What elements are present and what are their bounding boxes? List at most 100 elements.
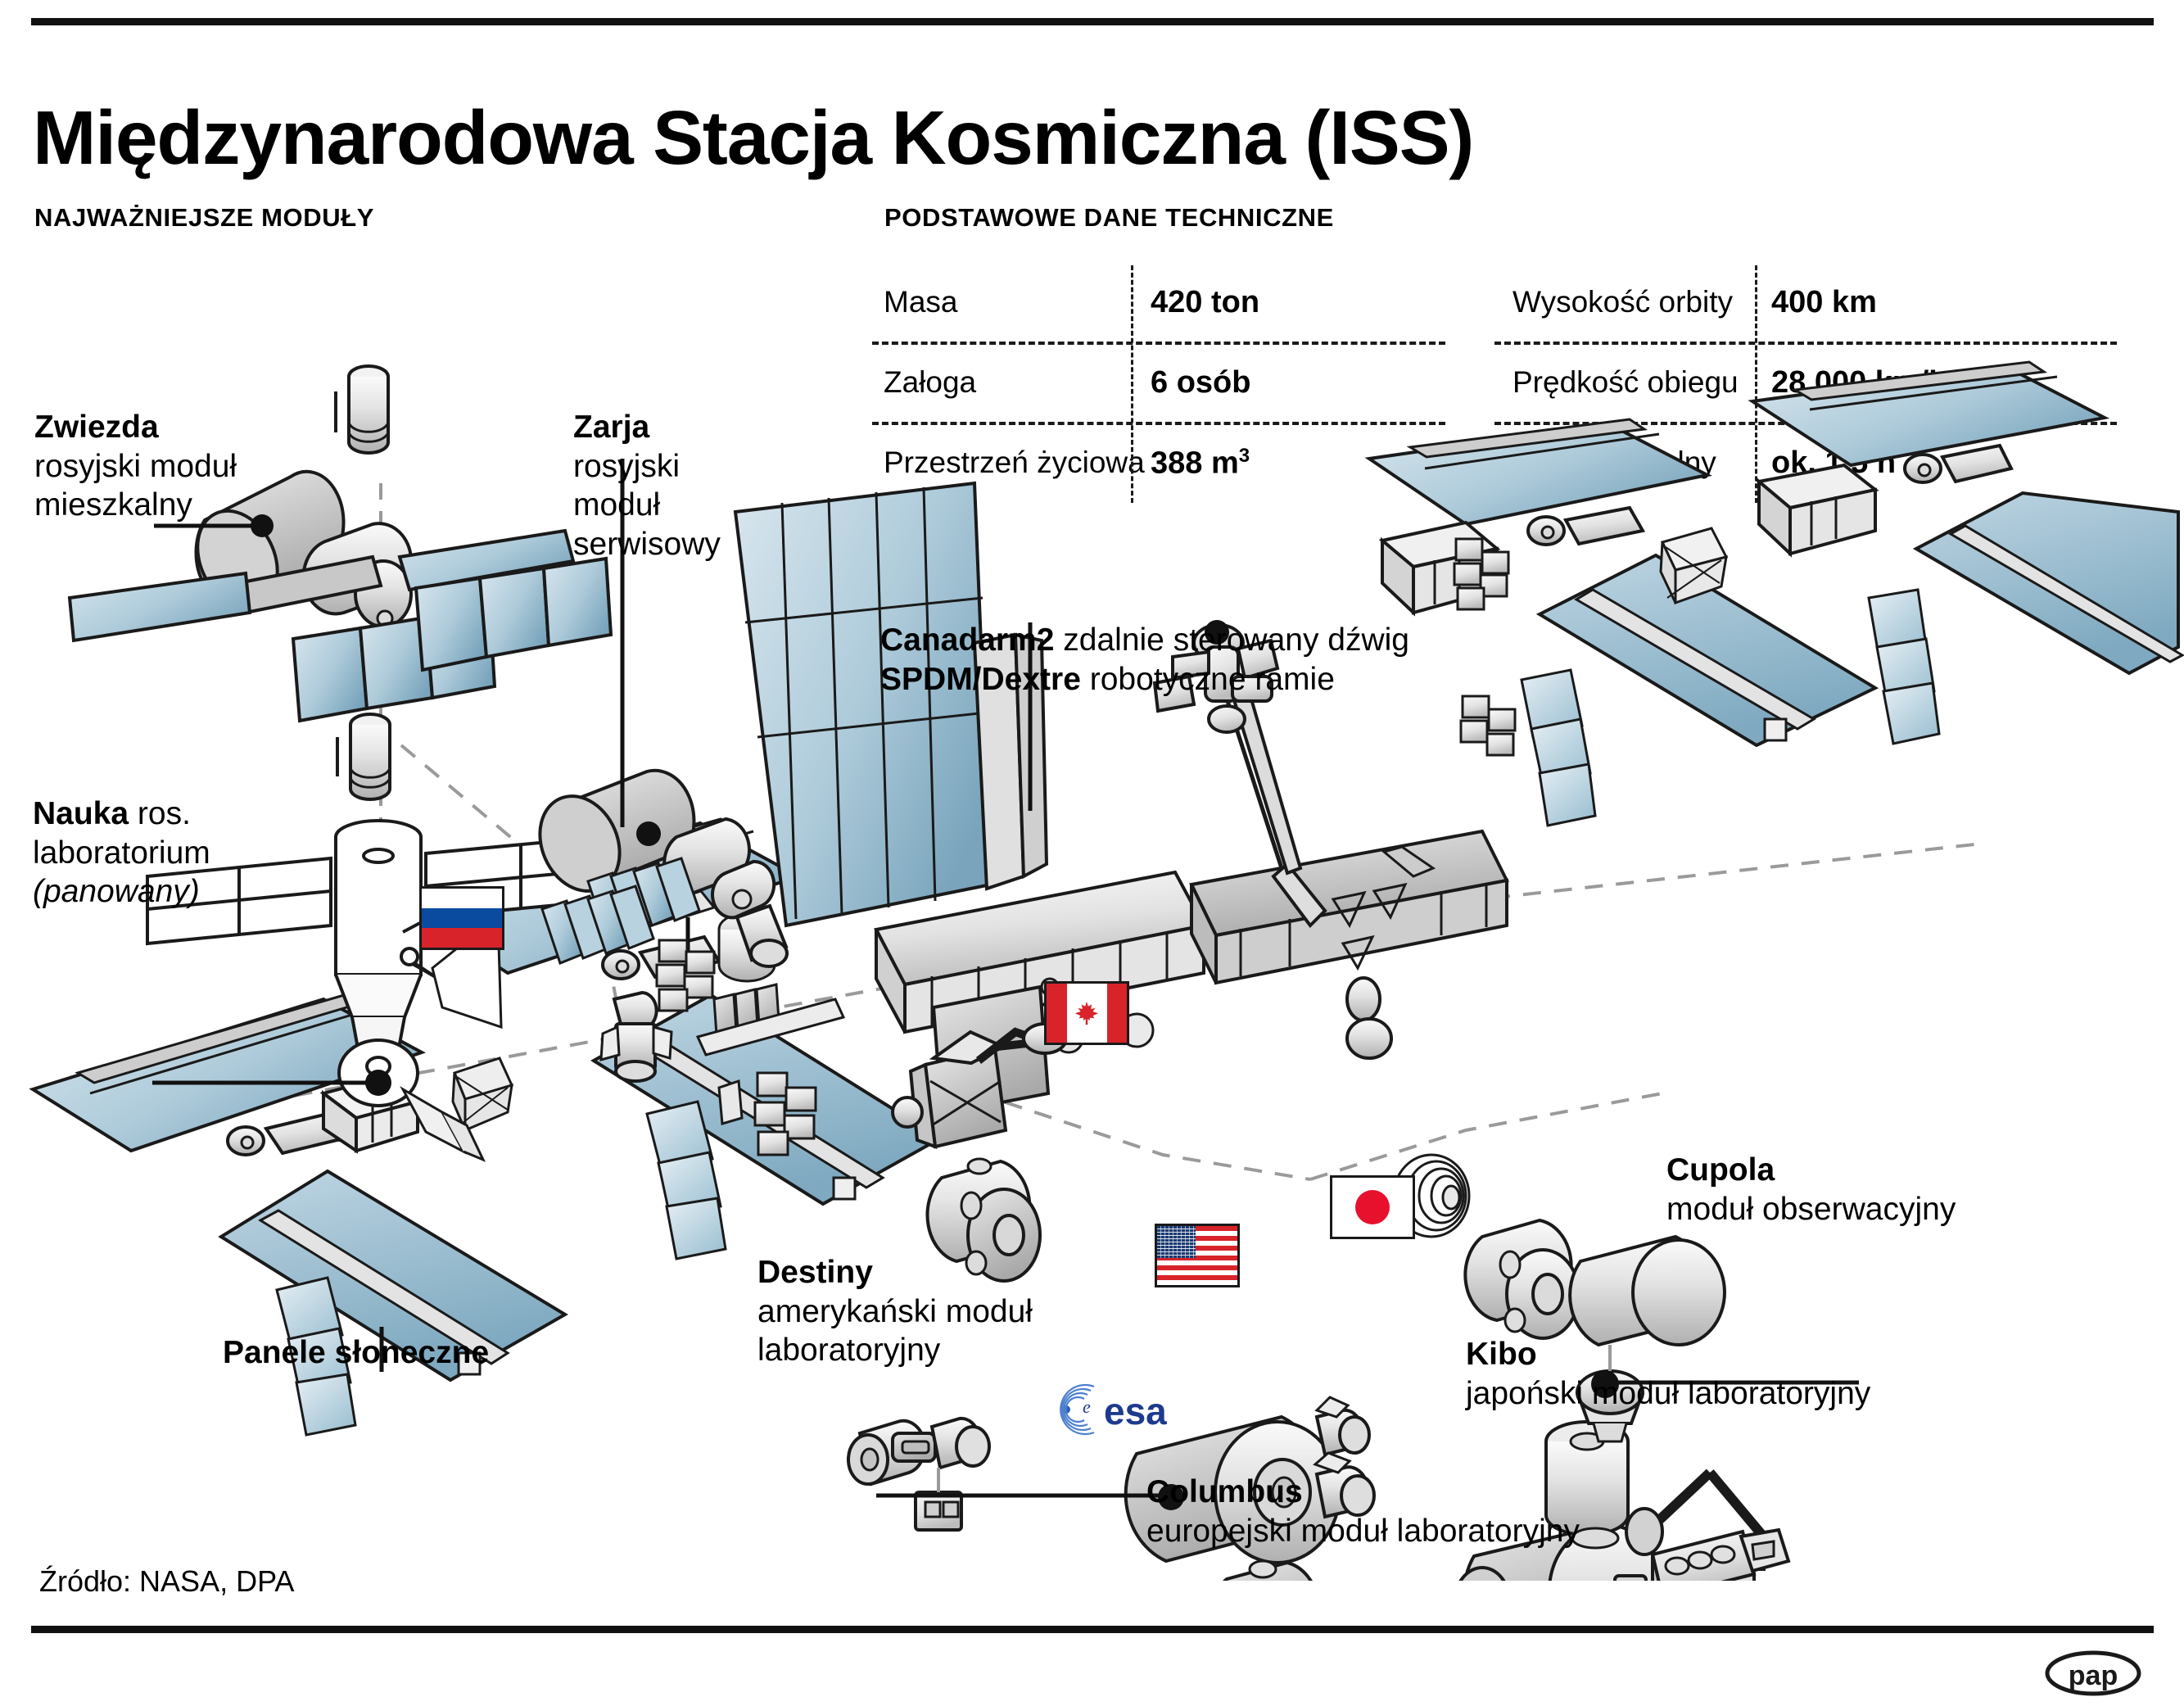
solar-panel: [1748, 360, 2110, 468]
spec-value-exponent: 3: [1238, 444, 1250, 467]
spec-value: 388 m3: [1129, 445, 1250, 482]
japan-sun-disc: [1355, 1190, 1390, 1224]
table-column-divider: [1755, 265, 1757, 503]
annotation-title-suffix-2: robotyczne ramie: [1080, 661, 1335, 697]
top-rule: [31, 18, 2154, 25]
annotation-title-suffix: ros.: [129, 796, 191, 831]
usa-flag: [1155, 1224, 1240, 1287]
truss-node-pyramid: [451, 1057, 514, 1133]
spec-label: Wysokość orbity: [1513, 285, 1734, 319]
annotation-line: serwisowy: [573, 526, 721, 562]
pap-logo: pap: [2045, 1650, 2141, 1696]
annotation-line: laboratoryjny: [757, 1333, 941, 1369]
spec-value: 420 ton: [1151, 284, 1260, 319]
truss-module: [1378, 520, 1501, 617]
solar-array-accordion-center: [733, 481, 1049, 928]
table-cell-group: Wysokość orbity 400 km: [1494, 262, 2117, 342]
annotation-title: Panele słoneczne: [223, 1335, 490, 1370]
radiator-panel: [1867, 588, 1941, 745]
spec-label: Prędkość obiegu: [1513, 365, 1739, 399]
truss-segment: [1903, 443, 2014, 484]
nauka-module-assembly: [146, 819, 621, 1162]
svg-text:e: e: [1083, 1396, 1091, 1417]
table-cell-group: Masa 420 ton: [872, 262, 1494, 342]
radiator-panel: [645, 1100, 727, 1260]
docking-cylinder: [336, 713, 391, 801]
page-title: Międzynarodowa Stacja Kosmiczna (ISS): [33, 95, 1474, 181]
annotation-title: Zarja: [573, 410, 650, 445]
truss-equipment-cluster: [1453, 537, 1517, 757]
annotation-destiny: Destiny amerykański moduł laboratoryjny: [757, 1253, 1142, 1370]
annotation-line: amerykański moduł: [757, 1293, 1033, 1329]
destiny-module: [1124, 1414, 1341, 1564]
kibo-module: [1458, 1420, 1791, 1581]
table-row-divider: [872, 422, 1445, 425]
solar-array-group-right-inner: [1364, 418, 1879, 827]
spec-value-text: 388 m: [1151, 446, 1239, 481]
table-row-divider: [1494, 342, 2117, 345]
annotation-title: Destiny: [757, 1255, 873, 1290]
spec-label: Masa: [884, 285, 958, 319]
esa-logo: e esa: [1056, 1380, 1194, 1437]
solar-panel: [1912, 491, 2184, 676]
source-credit: Źródło: NASA, DPA: [39, 1564, 295, 1598]
annotation-line: japoński moduł laboratoryjny: [1466, 1375, 1871, 1411]
annotation-title: Kibo: [1466, 1337, 1537, 1372]
pressurized-module-cluster: [847, 1022, 1791, 1581]
annotation-title: Nauka: [33, 796, 129, 831]
bottom-rule: [31, 1626, 2154, 1633]
annotation-title-row: Nauka ros.: [33, 794, 360, 834]
truss-segment: [1526, 505, 1646, 546]
annotation-line: rosyjski: [573, 448, 681, 484]
annotation-title: Canadarm2: [880, 622, 1055, 658]
zarja-module-assembly: [538, 768, 789, 1083]
annotation-cupola: Cupola moduł obserwacyjny: [1666, 1151, 2051, 1229]
annotation-nauka: Nauka ros. laboratorium (panowany): [33, 794, 360, 912]
annotation-line: moduł obserwacyjny: [1666, 1191, 1956, 1227]
canadarm2-assembly: [1152, 620, 1509, 1060]
annotation-canadarm2: Canadarm2 zdalnie sterowany dźwig SPDM/D…: [880, 621, 1552, 699]
annotation-row: Canadarm2 zdalnie sterowany dźwig: [880, 621, 1552, 660]
svg-text:esa: esa: [1104, 1390, 1167, 1432]
pmm-module: [1568, 1234, 1726, 1347]
annotation-title: Columbus: [1146, 1474, 1303, 1509]
annotation-panele-sloneczne: Panele słoneczne: [223, 1333, 489, 1373]
canada-flag: [1044, 981, 1129, 1045]
annotation-line: europejski moduł laboratoryjny: [1146, 1513, 1580, 1549]
section-caption-modules: NAJWAŻNIEJSZE MODUŁY: [34, 203, 375, 232]
annotation-line: moduł: [573, 487, 661, 523]
section-caption-specs: PODSTAWOWE DANE TECHNICZNE: [884, 203, 1334, 232]
table-row-divider: [872, 342, 1445, 345]
annotation-title-suffix: zdalnie sterowany dźwig: [1054, 622, 1409, 658]
radiator-panel: [1520, 668, 1597, 827]
annotation-columbus: Columbus europejski moduł laboratoryjny: [1146, 1473, 1720, 1550]
docking-cylinder: [334, 364, 390, 455]
annotation-zwiezda: Zwiezda rosyjski moduł mieszkalny: [34, 408, 362, 525]
annotation-title-2: SPDM/Dextre: [880, 661, 1081, 697]
solar-array-group-right-outer: [1748, 360, 2184, 745]
tranquility-node: [1463, 1218, 1580, 1340]
annotation-row: SPDM/Dextre robotyczne ramie: [880, 660, 1552, 699]
annotation-line-italic: (panowany): [33, 874, 200, 910]
annotation-line: rosyjski moduł: [34, 448, 237, 484]
annotation-title: Zwiezda: [34, 410, 159, 445]
russia-flag: [419, 886, 504, 950]
spec-label: Przestrzeń życiowa: [884, 446, 1145, 479]
harmony-node: [1223, 1559, 1313, 1581]
solar-panel: [29, 993, 426, 1153]
maple-leaf-icon: [1074, 1001, 1099, 1025]
cupola-module: [1576, 1345, 1644, 1443]
spec-value: 400 km: [1771, 284, 1877, 319]
solar-panel: [1364, 418, 1712, 527]
solar-panel: [218, 1169, 568, 1382]
table-row: Masa 420 ton Wysokość orbity 400 km: [872, 262, 2117, 342]
pap-logo-text: pap: [2069, 1660, 2118, 1691]
radiator-panel: [275, 1276, 357, 1437]
annotation-kibo: Kibo japoński moduł laboratoryjny: [1466, 1335, 1990, 1413]
annotation-title: Cupola: [1666, 1152, 1775, 1188]
progress-capsule: [599, 990, 673, 1083]
solar-panel: [1535, 553, 1879, 748]
iss-exploded-diagram: [29, 360, 2184, 1581]
truss-module: [1755, 463, 1879, 558]
